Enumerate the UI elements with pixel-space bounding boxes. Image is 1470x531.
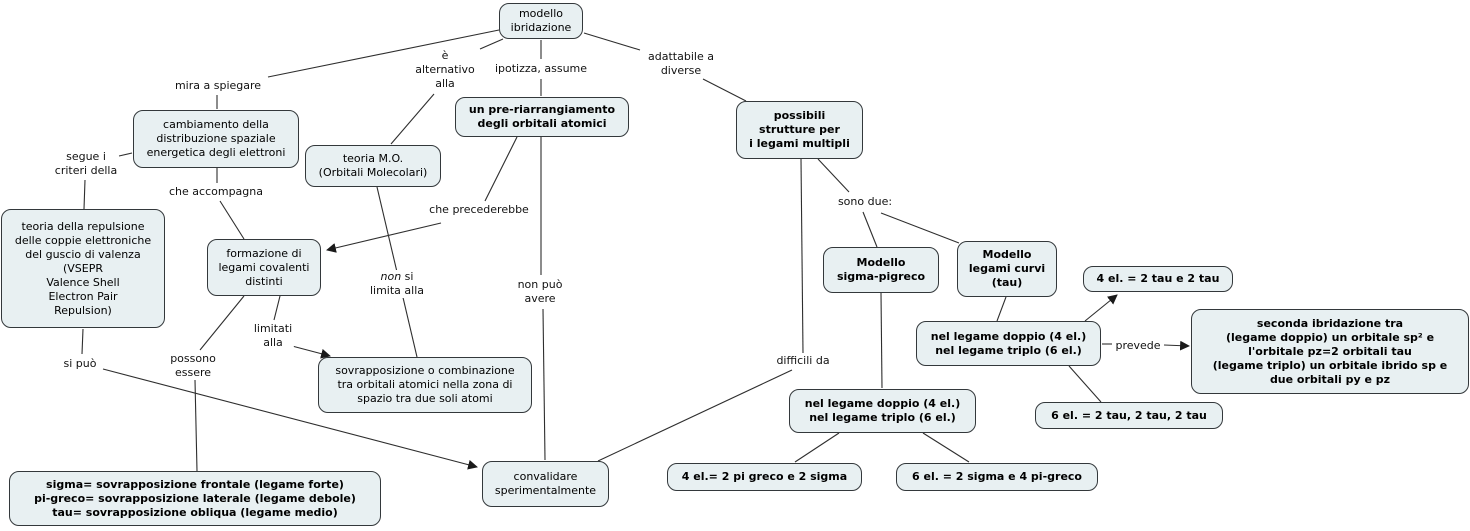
edge-line-32	[1163, 340, 1190, 351]
link-label-sono-due[interactable]: sono due:	[835, 195, 895, 209]
node-convalidare[interactable]: convalidare sperimentalmente	[482, 461, 609, 507]
link-label-che-precederebbe[interactable]: che precederebbe	[427, 203, 531, 217]
edge-line-7	[702, 78, 747, 102]
link-label-e-alternativo-alla[interactable]: è alternativo alla	[413, 49, 477, 91]
link-label-difficili-da[interactable]: difficili da	[774, 354, 832, 368]
link-label-ipotizza-assume[interactable]: ipotizza, assume	[492, 62, 590, 76]
edge-line-13	[484, 136, 518, 202]
edge-line-8	[118, 152, 133, 157]
edge-line-2	[479, 38, 504, 50]
edge-line-16	[542, 308, 546, 461]
node-formazione-legami[interactable]: formazione di legami covalenti distinti	[207, 239, 321, 296]
edge-line-24	[862, 211, 878, 248]
edge-line-19	[199, 295, 245, 351]
edge-line-18	[291, 345, 331, 359]
node-sei-el-sigma[interactable]: 6 el. = 2 sigma e 4 pi-greco	[896, 463, 1098, 491]
node-modello-ibridazione[interactable]: modello ibridazione	[499, 3, 583, 39]
node-modello-sigma-pigreco[interactable]: Modello sigma-pigreco	[823, 247, 939, 293]
node-nel-legame-tau[interactable]: nel legame doppio (4 el.) nel legame tri…	[916, 321, 1101, 366]
edge-line-21	[81, 328, 84, 355]
link-label-possono-essere[interactable]: possono essere	[168, 352, 218, 380]
node-quattro-el-pigreco[interactable]: 4 el.= 2 pi greco e 2 sigma	[667, 463, 862, 491]
node-seconda-ibridazione[interactable]: seconda ibridazione tra (legame doppio) …	[1191, 309, 1469, 394]
node-pre-riarrangiamento[interactable]: un pre-riarrangiamento degli orbitali at…	[455, 97, 629, 137]
link-label-che-accompagna[interactable]: che accompagna	[167, 185, 265, 199]
link-label-segue-i-criteri[interactable]: segue i criteri della	[52, 150, 120, 178]
node-modello-legami-curvi[interactable]: Modello legami curvi (tau)	[957, 241, 1057, 297]
edge-line-11	[219, 200, 245, 240]
edge-line-23	[817, 158, 850, 193]
link-label-si-puo[interactable]: si può	[61, 357, 99, 371]
link-label-non-si-limita-alla[interactable]: non si limita alla	[367, 270, 427, 298]
link-label-mira-a-spiegare[interactable]: mira a spiegare	[172, 79, 264, 93]
node-teoria-vsepr[interactable]: teoria della repulsione delle coppie ele…	[1, 209, 165, 328]
link-label-non-puo-avere[interactable]: non può avere	[515, 278, 565, 306]
edge-line-25	[880, 212, 960, 244]
edge-line-0	[267, 29, 500, 78]
node-quattro-el-tau[interactable]: 4 el. = 2 tau e 2 tau	[1083, 266, 1233, 292]
node-cambiamento-distribuzione[interactable]: cambiamento della distribuzione spaziale…	[133, 110, 299, 168]
edge-line-34	[794, 432, 840, 463]
edge-line-6	[583, 32, 641, 51]
edge-line-20	[194, 379, 198, 472]
node-sei-el-tau[interactable]: 6 el. = 2 tau, 2 tau, 2 tau	[1035, 402, 1223, 429]
edge-line-9	[83, 179, 86, 210]
edge-line-35	[922, 432, 970, 463]
link-label-limitati-alla[interactable]: limitati alla	[251, 322, 295, 350]
edge-line-28	[880, 292, 883, 389]
edge-line-26	[800, 158, 804, 354]
edge-line-22	[102, 368, 478, 470]
node-nel-legame-sigma-pi[interactable]: nel legame doppio (4 el.) nel legame tri…	[789, 389, 976, 433]
edge-line-14	[326, 222, 442, 253]
edge-line-27	[597, 369, 793, 462]
edge-line-17	[273, 295, 281, 321]
edge-line-33	[1068, 365, 1102, 403]
node-teoria-mo[interactable]: teoria M.O. (Orbitali Molecolari)	[305, 145, 441, 187]
edge-line-3	[390, 93, 435, 145]
node-possibili-strutture[interactable]: possibili strutture per i legami multipl…	[736, 101, 863, 159]
edge-line-30	[1084, 294, 1118, 322]
link-label-prevede[interactable]: prevede	[1113, 339, 1163, 353]
edge-line-29	[996, 296, 1007, 322]
node-legenda-legami[interactable]: sigma= sovrapposizione frontale (legame …	[9, 471, 381, 526]
node-sovrapposizione[interactable]: sovrapposizione o combinazione tra orbit…	[318, 357, 532, 413]
link-label-adattabile-a-diverse[interactable]: adattabile a diverse	[646, 50, 716, 78]
